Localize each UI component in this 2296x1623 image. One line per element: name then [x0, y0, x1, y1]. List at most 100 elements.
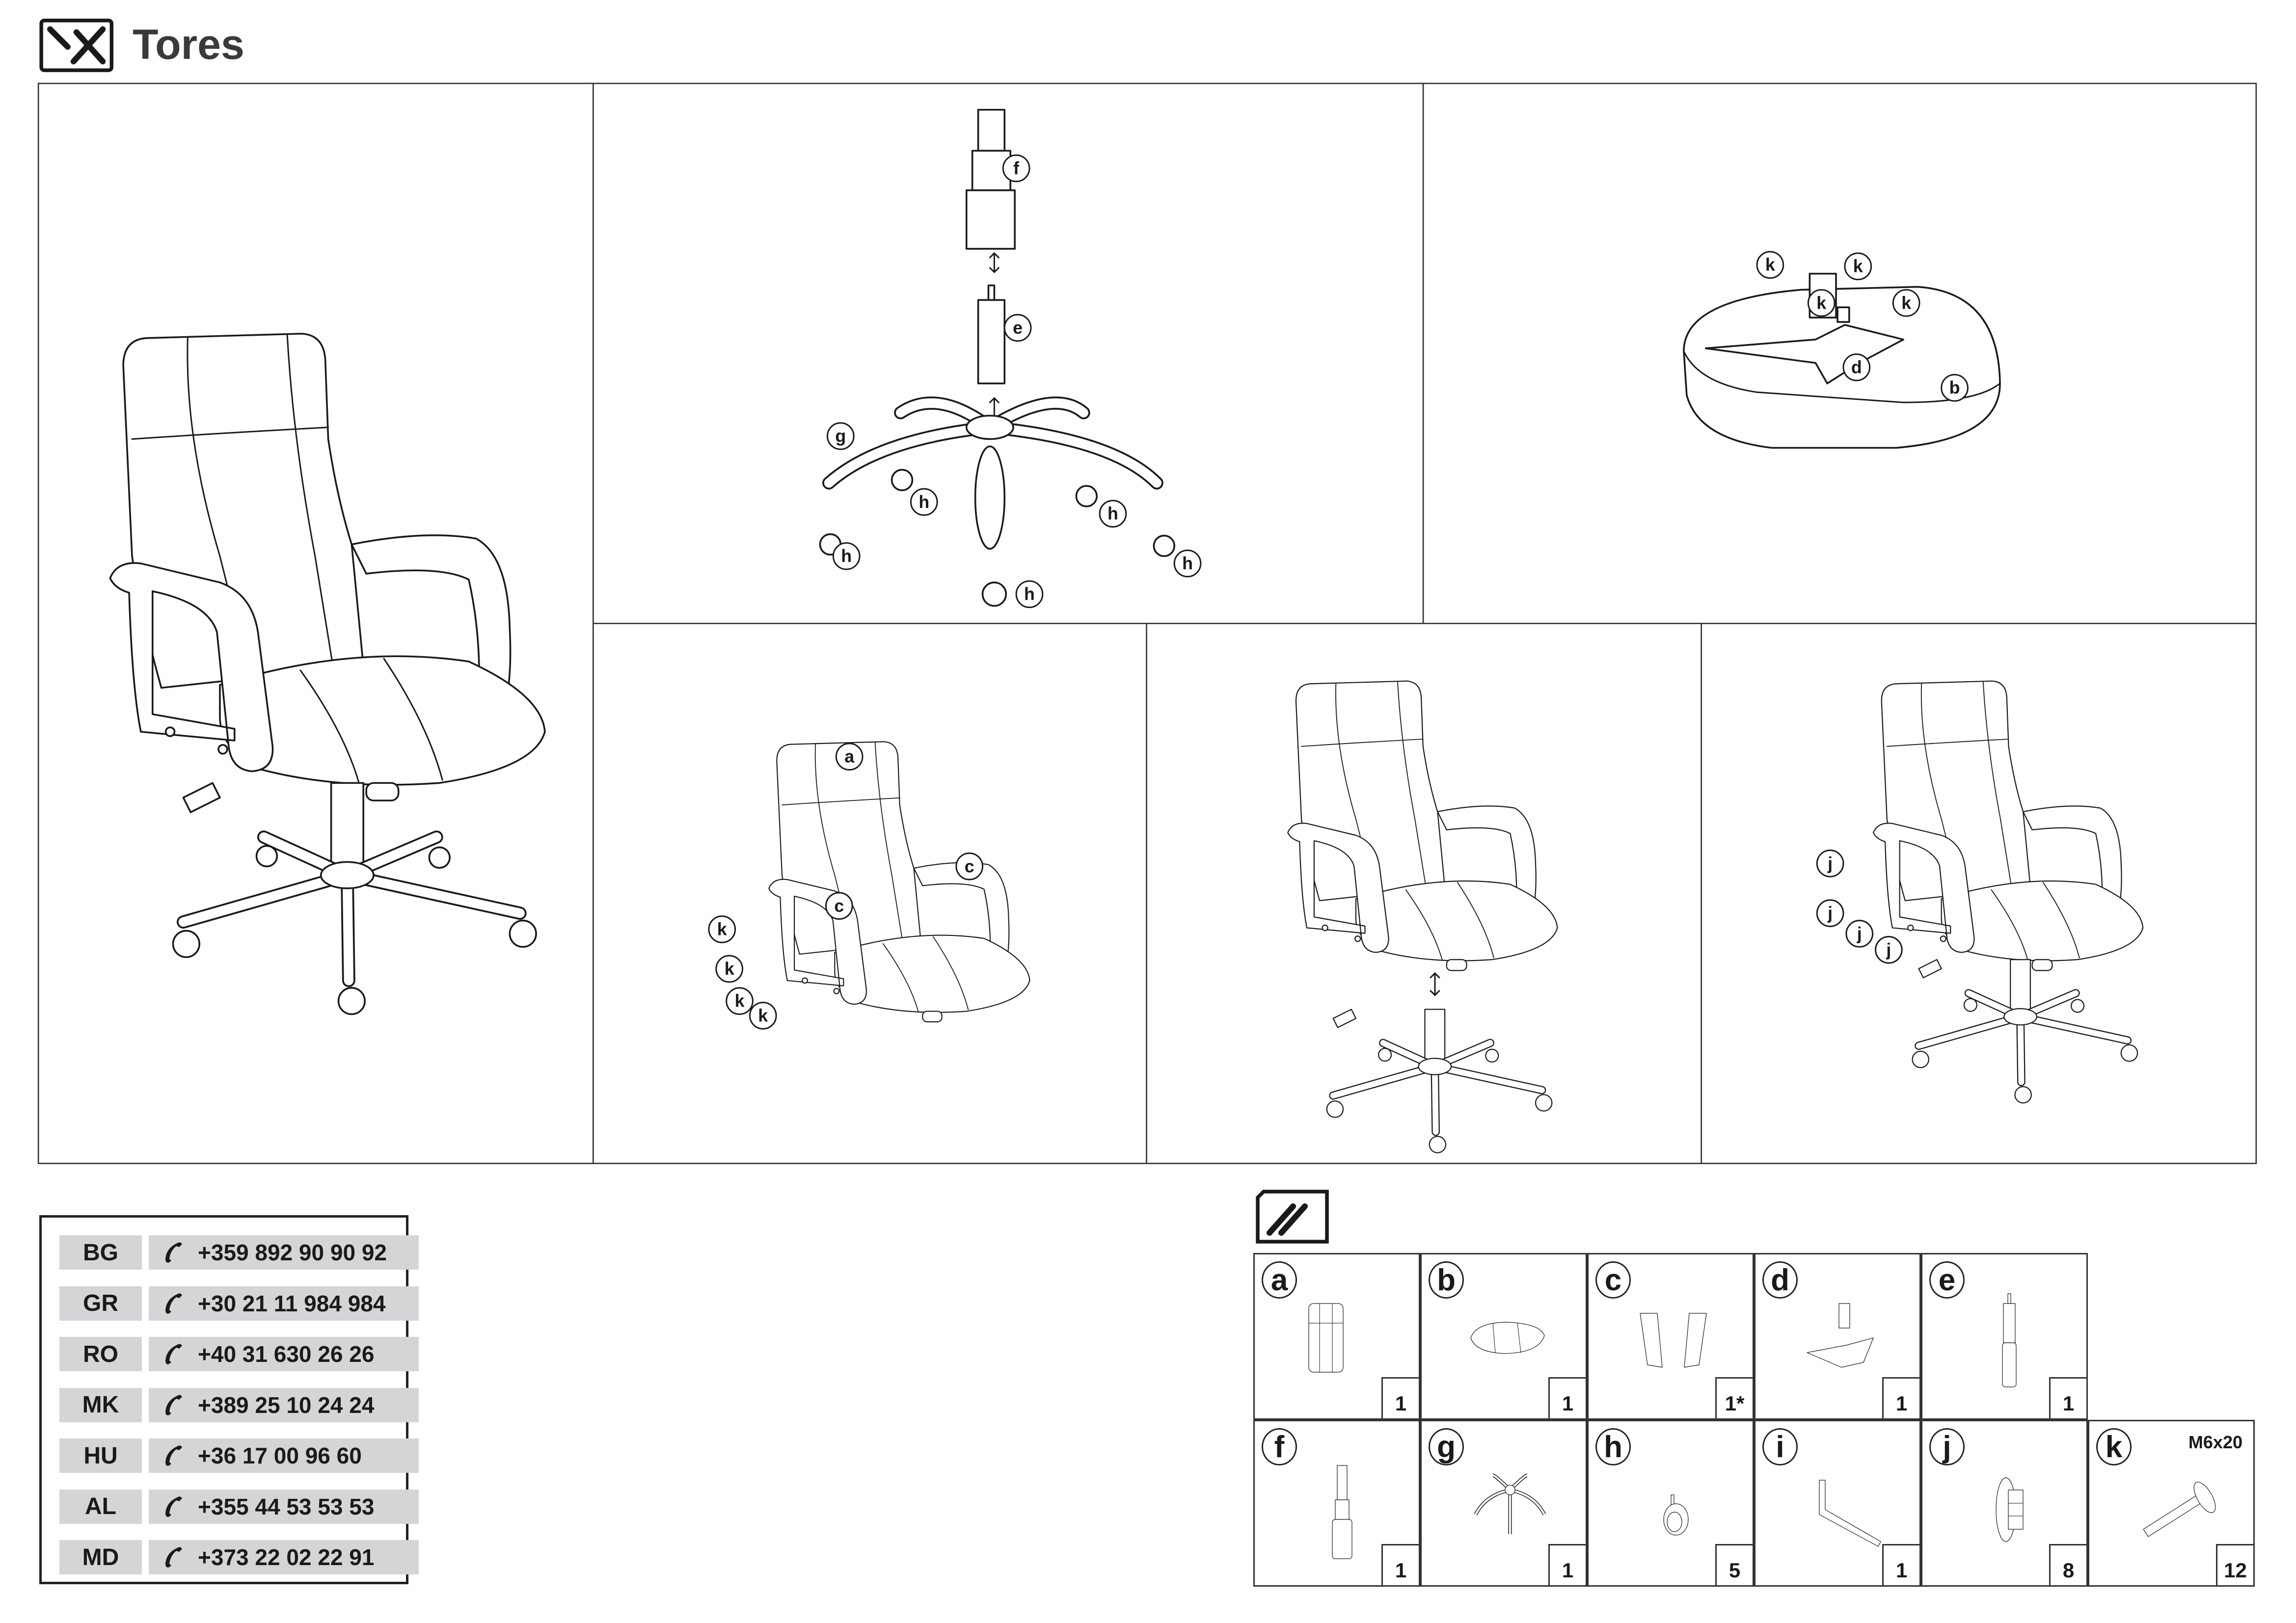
callout-k: k: [1816, 293, 1826, 313]
seat-callouts: k k k k d b: [1756, 251, 1969, 402]
callout-e: e: [1013, 318, 1023, 338]
phone-number: +373 22 02 22 91: [198, 1544, 375, 1570]
contact-row: HU +36 17 00 96 60: [59, 1438, 419, 1473]
part-f-icon: [1332, 1465, 1352, 1559]
part-e: e 1: [1921, 1253, 2088, 1420]
callout-h: h: [1024, 585, 1035, 604]
phone-cell: +389 25 10 24 24: [149, 1387, 419, 1422]
phone-icon: [165, 1496, 182, 1517]
callout-k: k: [735, 991, 745, 1011]
part-c-icon: [1640, 1313, 1707, 1368]
callout-k: k: [717, 920, 727, 939]
phone-number: +30 21 11 984 984: [198, 1290, 386, 1316]
part-d: d 1: [1754, 1253, 1921, 1420]
country-code: RO: [59, 1337, 142, 1371]
part-quantity: 1: [1882, 1544, 1919, 1585]
part-h-icon: [1663, 1494, 1689, 1536]
contact-row: BG +359 892 90 90 92: [59, 1235, 419, 1270]
contact-row: MD +373 22 02 22 91: [59, 1540, 419, 1574]
phone-cell: +40 31 630 26 26: [149, 1337, 419, 1371]
part-g-icon: [1474, 1473, 1546, 1534]
part-b: b 1: [1420, 1253, 1587, 1420]
part-spec: M6x20: [2188, 1432, 2242, 1452]
callout-h: h: [918, 492, 929, 512]
part-letter: b: [1429, 1261, 1464, 1299]
callout-j: j: [1827, 904, 1833, 923]
phone-icon: [165, 1547, 182, 1568]
base-callouts: f e g h h h h h: [826, 154, 1202, 609]
part-letter: c: [1595, 1261, 1631, 1299]
part-d-icon: [1807, 1303, 1874, 1368]
phone-cell: +355 44 53 53 53: [149, 1489, 419, 1524]
backrest-arms-illustration: [768, 741, 1030, 1023]
country-code: AL: [59, 1489, 142, 1524]
parts-list-icon: [1256, 1190, 1329, 1244]
phone-icon: [165, 1293, 182, 1314]
part-letter: a: [1262, 1261, 1297, 1299]
phone-number: +40 31 630 26 26: [198, 1341, 375, 1367]
part-quantity: 1: [1548, 1377, 1586, 1418]
part-c: c 1*: [1587, 1253, 1754, 1420]
part-quantity: 1*: [1715, 1377, 1753, 1418]
part-letter: f: [1262, 1428, 1297, 1465]
callout-c: c: [965, 856, 974, 876]
part-quantity: 1: [1381, 1544, 1419, 1585]
callout-j: j: [1857, 924, 1862, 943]
phone-icon: [165, 1394, 182, 1415]
callout-k: k: [725, 959, 734, 979]
callout-k: k: [1765, 255, 1775, 275]
attach-base-illustration: [1287, 680, 1558, 1153]
phone-cell: +359 892 90 90 92: [149, 1235, 419, 1270]
part-f: f 1: [1253, 1420, 1420, 1587]
part-i: i 1: [1754, 1420, 1921, 1587]
backrest-callouts: a c c k k k k: [708, 743, 984, 1030]
part-letter: d: [1762, 1261, 1798, 1299]
page-title: Tores: [133, 21, 244, 68]
part-letter: h: [1595, 1428, 1631, 1465]
callout-b: b: [1949, 378, 1960, 398]
contact-row: AL +355 44 53 53 53: [59, 1489, 419, 1524]
part-quantity: 1: [1548, 1544, 1586, 1585]
contact-row: RO +40 31 630 26 26: [59, 1337, 419, 1371]
part-quantity: 1: [2049, 1377, 2086, 1418]
part-i-icon: [1819, 1480, 1881, 1547]
callout-h: h: [841, 546, 852, 566]
part-a: a 1: [1253, 1253, 1420, 1420]
part-letter: i: [1762, 1428, 1798, 1465]
part-letter: k: [2096, 1428, 2132, 1465]
callout-d: d: [1851, 357, 1862, 377]
finished-chair-illustration: [109, 333, 546, 1014]
phone-icon: [165, 1344, 182, 1364]
callout-k: k: [758, 1006, 768, 1025]
phone-cell: +373 22 02 22 91: [149, 1540, 419, 1574]
caps-illustration: [1872, 680, 2144, 1103]
part-e-icon: [2002, 1293, 2017, 1387]
part-k: k M6x20 12: [2088, 1420, 2255, 1587]
tools-icon: [39, 19, 113, 72]
callout-j: j: [1886, 940, 1891, 959]
callout-h: h: [1107, 504, 1118, 524]
callout-k: k: [1901, 293, 1911, 313]
country-code: BG: [59, 1235, 142, 1270]
part-quantity: 1: [1882, 1377, 1919, 1418]
phone-cell: +36 17 00 96 60: [149, 1438, 419, 1473]
country-code: MD: [59, 1540, 142, 1574]
part-b-icon: [1470, 1322, 1545, 1354]
part-j: j 8: [1921, 1420, 2088, 1587]
part-quantity: 8: [2049, 1544, 2086, 1585]
part-j-icon: [1996, 1477, 2024, 1542]
callout-a: a: [844, 747, 855, 767]
part-letter: j: [1929, 1428, 1965, 1465]
part-h: h 5: [1587, 1420, 1754, 1587]
base-exploded-illustration: [819, 108, 1175, 607]
part-quantity: 1: [1381, 1377, 1419, 1418]
phone-number: +36 17 00 96 60: [198, 1443, 362, 1468]
part-quantity: 12: [2216, 1544, 2253, 1585]
country-code: HU: [59, 1438, 142, 1473]
country-code: GR: [59, 1286, 142, 1321]
callout-c: c: [834, 896, 844, 916]
part-k-icon: [2143, 1482, 2216, 1537]
caps-callouts: j j j j: [1816, 850, 1903, 964]
part-letter: g: [1429, 1428, 1464, 1465]
